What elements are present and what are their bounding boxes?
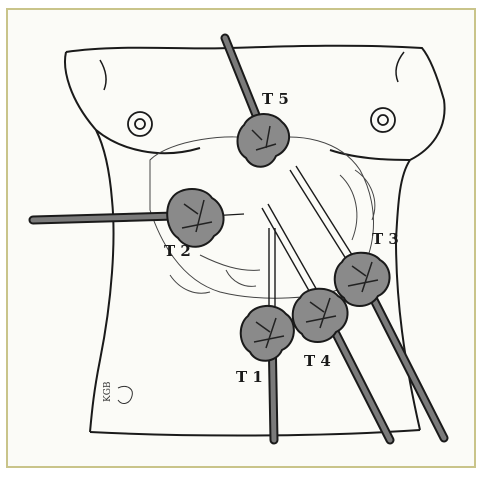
label-t3: T 3 xyxy=(372,230,399,248)
t1-port xyxy=(241,306,294,361)
svg-text:KGB: KGB xyxy=(103,381,113,402)
right-nipple xyxy=(371,108,395,132)
label-t1: T 1 xyxy=(236,368,263,386)
label-t5: T 5 xyxy=(262,90,289,108)
label-t4: T 4 xyxy=(304,352,331,370)
t2-port xyxy=(167,189,223,247)
t3-port xyxy=(335,253,390,306)
label-t2: T 2 xyxy=(164,242,191,260)
left-nipple xyxy=(128,112,152,136)
t5-port xyxy=(238,114,290,167)
artist-signature: KGB xyxy=(103,381,132,403)
